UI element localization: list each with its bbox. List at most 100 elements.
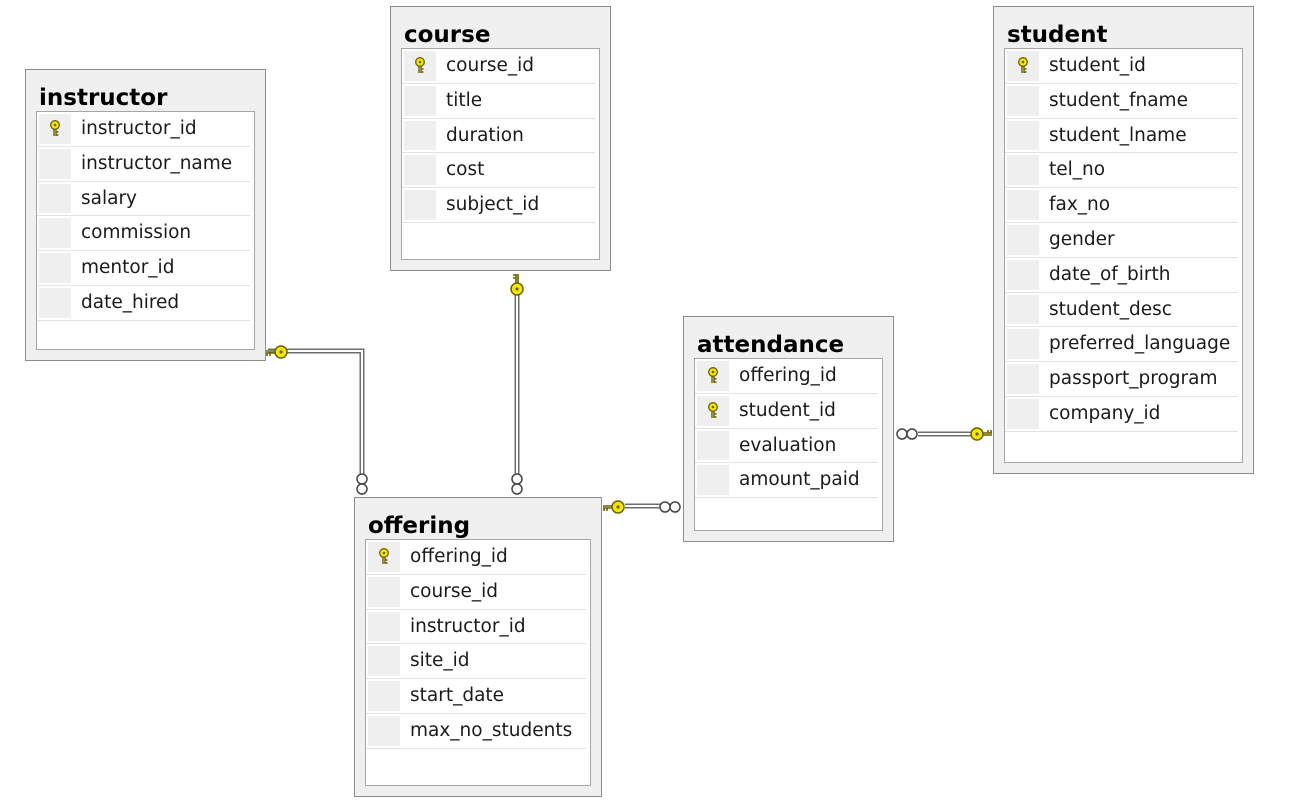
column-list: student_id student_fname student_lname tel_…	[1004, 48, 1243, 463]
column-row[interactable]: commission	[37, 216, 250, 252]
row-selector[interactable]	[1007, 364, 1039, 394]
column-row[interactable]: instructor_name	[37, 147, 250, 182]
column-name: preferred_language	[1049, 333, 1231, 355]
column-name: student_fname	[1049, 89, 1188, 111]
primary-key-icon	[414, 56, 426, 75]
column-name: tel_no	[1049, 159, 1106, 181]
column-row[interactable]: start_date	[366, 679, 586, 714]
row-selector[interactable]	[1007, 85, 1039, 116]
row-selector[interactable]	[1007, 398, 1039, 429]
column-row[interactable]: student_fname	[1005, 84, 1238, 119]
column-name: student_lname	[1049, 124, 1187, 146]
column-row[interactable]: mentor_id	[37, 251, 250, 286]
column-row[interactable]: course_id	[366, 575, 586, 610]
column-row[interactable]: cost	[402, 153, 595, 189]
column-row[interactable]: gender	[1005, 223, 1238, 258]
column-row[interactable]: date_of_birth	[1005, 258, 1238, 293]
column-name: fax_no	[1049, 194, 1111, 216]
column-name: company_id	[1049, 402, 1161, 424]
column-name: commission	[81, 222, 192, 244]
column-name: gender	[1049, 228, 1115, 250]
column-name: amount_paid	[739, 469, 860, 491]
table-student[interactable]: student student_id student_fname student_l…	[993, 6, 1254, 474]
row-selector[interactable]	[404, 190, 436, 220]
row-selector[interactable]	[1007, 190, 1039, 220]
column-name: course_id	[446, 55, 534, 76]
row-selector[interactable]	[404, 155, 436, 186]
row-selector[interactable]	[39, 114, 71, 144]
column-row[interactable]: company_id	[1005, 397, 1238, 432]
row-selector[interactable]	[39, 287, 71, 318]
row-selector[interactable]	[404, 120, 436, 151]
column-row[interactable]: passport_program	[1005, 362, 1238, 397]
column-row[interactable]: student_desc	[1005, 293, 1238, 328]
column-row[interactable]: instructor_id	[37, 112, 250, 147]
row-selector[interactable]	[39, 183, 71, 214]
column-name: passport_program	[1049, 368, 1218, 390]
column-row[interactable]: max_no_students	[366, 714, 586, 749]
column-row[interactable]: student_id	[1005, 49, 1238, 84]
column-name: student_desc	[1049, 298, 1172, 320]
column-row[interactable]: site_id	[366, 644, 586, 680]
column-name: subject_id	[446, 194, 540, 216]
column-row[interactable]: duration	[402, 119, 595, 154]
column-name: mentor_id	[81, 257, 175, 279]
row-selector[interactable]	[368, 611, 400, 642]
row-selector[interactable]	[39, 218, 71, 249]
column-row[interactable]: offering_id	[366, 540, 586, 575]
row-selector[interactable]	[697, 465, 729, 496]
row-selector[interactable]	[368, 576, 400, 607]
row-selector[interactable]	[697, 395, 729, 426]
row-selector[interactable]	[1007, 51, 1039, 81]
row-selector[interactable]	[697, 430, 729, 461]
column-row[interactable]: fax_no	[1005, 188, 1238, 223]
row-selector[interactable]	[368, 715, 400, 746]
column-name: offering_id	[410, 546, 508, 567]
column-row[interactable]: student_lname	[1005, 119, 1238, 154]
column-row[interactable]: amount_paid	[695, 463, 878, 499]
infinity-end-icon	[896, 428, 918, 440]
column-row[interactable]: tel_no	[1005, 153, 1238, 189]
column-row[interactable]: course_id	[402, 49, 595, 84]
column-row[interactable]: preferred_language	[1005, 327, 1238, 363]
table-title: instructor	[39, 85, 168, 111]
column-row[interactable]: date_hired	[37, 286, 250, 321]
row-selector[interactable]	[1007, 259, 1039, 290]
row-selector[interactable]	[1007, 155, 1039, 186]
row-selector[interactable]	[404, 51, 436, 81]
primary-key-icon	[707, 366, 719, 385]
table-title: student	[1007, 22, 1108, 48]
row-selector[interactable]	[368, 646, 400, 677]
column-row[interactable]: offering_id	[695, 359, 878, 394]
column-row[interactable]: subject_id	[402, 188, 595, 223]
row-selector[interactable]	[697, 361, 729, 391]
row-selector[interactable]	[1007, 329, 1039, 360]
column-row[interactable]: evaluation	[695, 429, 878, 464]
key-end-icon	[266, 345, 288, 359]
row-selector[interactable]	[39, 253, 71, 283]
row-selector[interactable]	[1007, 224, 1039, 255]
row-selector[interactable]	[368, 542, 400, 572]
row-selector[interactable]	[39, 148, 71, 179]
infinity-end-icon	[511, 473, 523, 495]
key-end-icon	[970, 427, 992, 441]
column-name: instructor_id	[410, 615, 526, 637]
row-selector[interactable]	[1007, 120, 1039, 151]
row-selector[interactable]	[368, 681, 400, 711]
column-name: instructor_id	[81, 118, 197, 139]
column-name: course_id	[410, 580, 498, 602]
column-row[interactable]: salary	[37, 182, 250, 217]
infinity-end-icon	[356, 473, 368, 495]
column-row[interactable]: title	[402, 84, 595, 119]
row-selector[interactable]	[404, 85, 436, 116]
column-row[interactable]: student_id	[695, 394, 878, 429]
column-row[interactable]: instructor_id	[366, 610, 586, 645]
row-selector[interactable]	[1007, 294, 1039, 325]
